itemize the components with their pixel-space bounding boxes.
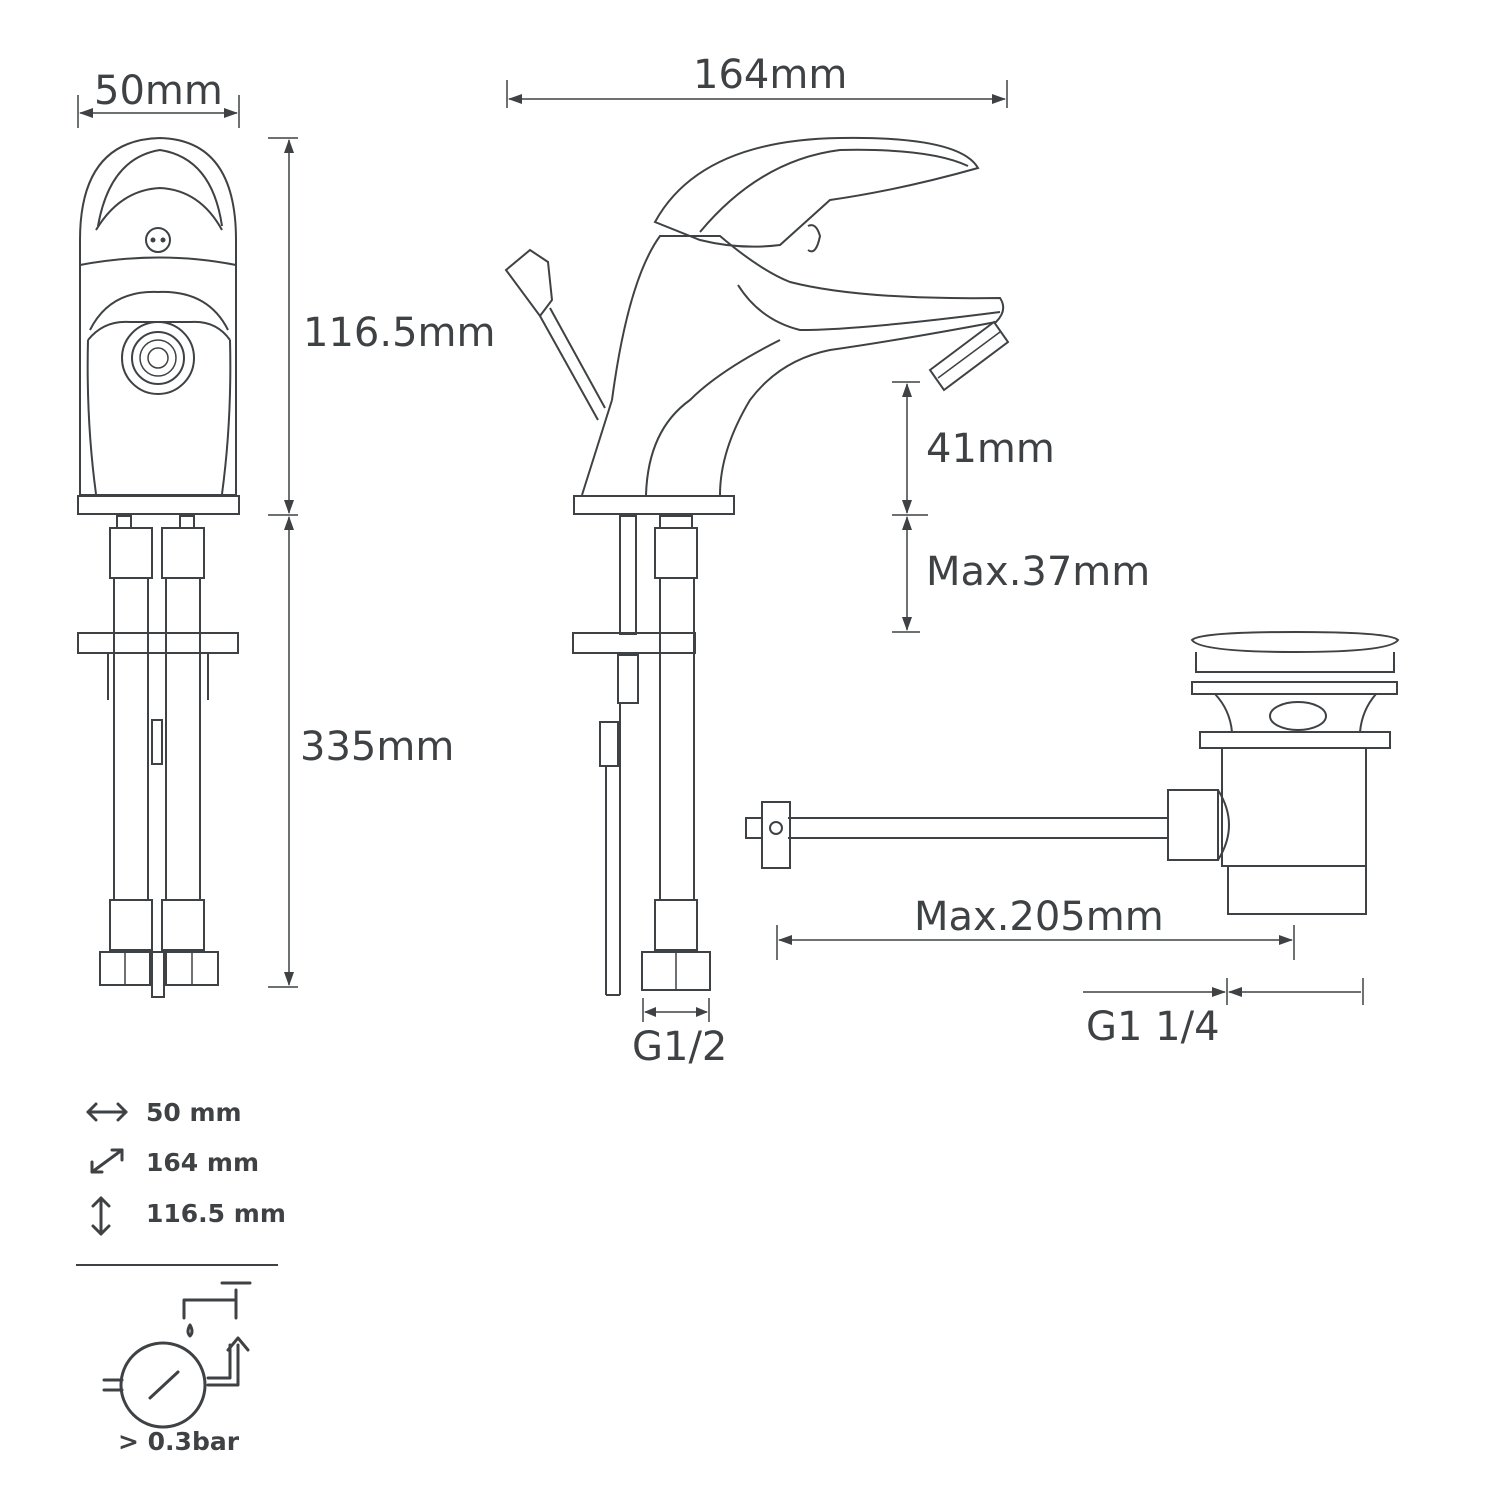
side-length-label: 164mm bbox=[693, 52, 847, 98]
waste-rod-label: Max.205mm bbox=[914, 894, 1164, 940]
legend-depth-label: 164 mm bbox=[146, 1148, 259, 1177]
legend-height-row: 116.5 mm bbox=[91, 1196, 286, 1236]
diagonal-arrow-icon bbox=[90, 1148, 124, 1174]
legend-width-row: 50 mm bbox=[86, 1098, 242, 1127]
side-length-dimension: 164mm bbox=[506, 52, 1008, 108]
waste-assembly: Max.205mm G1 1/4 bbox=[745, 630, 1400, 1050]
side-spout-height-label: 41mm bbox=[926, 426, 1055, 472]
legend-height-label: 116.5 mm bbox=[146, 1199, 286, 1228]
side-faucet-body bbox=[504, 136, 1010, 515]
front-view: 50mm bbox=[77, 68, 495, 998]
side-spout-dimensions: 41mm Max.37mm bbox=[892, 381, 1150, 633]
legend-pressure-label: > 0.3bar bbox=[118, 1427, 240, 1456]
front-width-label: 50mm bbox=[94, 68, 223, 114]
front-hoses bbox=[77, 515, 239, 998]
front-faucet-body bbox=[77, 136, 240, 515]
legend: 50 mm 164 mm 116.5 mm bbox=[76, 1098, 286, 1456]
front-total-height-label: 335mm bbox=[300, 724, 454, 770]
front-width-dimension: 50mm bbox=[77, 68, 240, 128]
side-connection-label: G1/2 bbox=[632, 1024, 727, 1070]
horizontal-arrow-icon bbox=[86, 1102, 128, 1122]
side-view: 164mm bbox=[504, 52, 1150, 1070]
legend-depth-row: 164 mm bbox=[90, 1148, 259, 1177]
waste-thread-label: G1 1/4 bbox=[1086, 1004, 1220, 1050]
side-under-deck: G1/2 bbox=[572, 515, 727, 1070]
vertical-arrow-icon bbox=[91, 1196, 111, 1236]
front-height-label: 116.5mm bbox=[303, 310, 495, 356]
pressure-gauge-icon bbox=[102, 1281, 252, 1429]
front-height-dimensions: 116.5mm 335mm bbox=[268, 137, 495, 988]
side-deck-label: Max.37mm bbox=[926, 549, 1150, 595]
legend-width-label: 50 mm bbox=[146, 1098, 242, 1127]
